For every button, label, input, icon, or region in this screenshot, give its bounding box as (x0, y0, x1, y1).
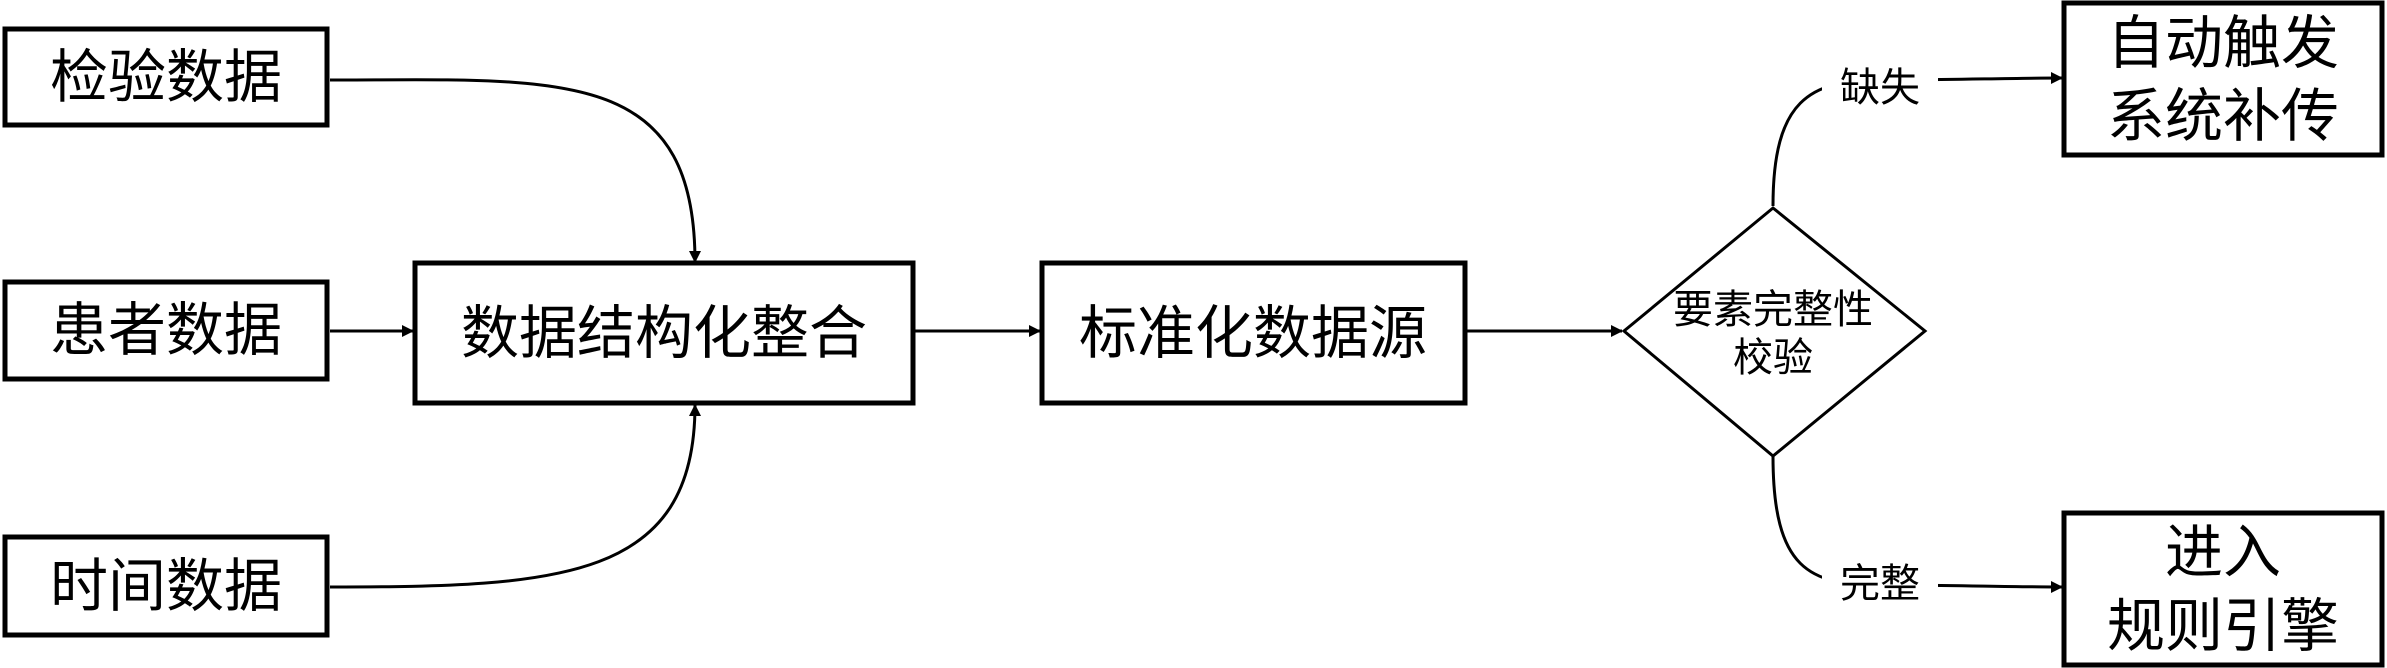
node-completeness-check: 要素完整性 校验 (1621, 206, 1928, 458)
svg-text:进入: 进入 (2165, 518, 2281, 586)
svg-text:标准化数据源: 标准化数据源 (1079, 299, 1427, 367)
node-structured-integration: 数据结构化整合 (412, 260, 916, 406)
svg-text:数据结构化整合: 数据结构化整合 (461, 299, 867, 367)
svg-text:系统补传: 系统补传 (2107, 82, 2339, 150)
node-patient-data: 患者数据 (2, 279, 330, 382)
node-inspection-data: 检验数据 (2, 26, 330, 128)
node-auto-retransmit: 自动触发 系统补传 (2061, 0, 2385, 158)
svg-text:患者数据: 患者数据 (50, 296, 282, 364)
node-time-data: 时间数据 (2, 534, 330, 638)
svg-text:校验: 校验 (1733, 335, 1813, 381)
svg-text:完整: 完整 (1840, 561, 1920, 607)
node-rule-engine: 进入 规则引擎 (2061, 510, 2385, 668)
edge-label-complete: 完整 (1822, 560, 1938, 610)
edge-time-to-integration (329, 404, 701, 589)
svg-text:检验数据: 检验数据 (50, 43, 282, 111)
svg-text:时间数据: 时间数据 (50, 552, 282, 620)
node-standardized-source: 标准化数据源 (1039, 260, 1468, 406)
svg-text:规则引擎: 规则引擎 (2107, 592, 2339, 660)
svg-text:缺失: 缺失 (1840, 65, 1920, 111)
svg-text:自动触发: 自动触发 (2107, 9, 2339, 77)
svg-text:要素完整性: 要素完整性 (1673, 287, 1873, 333)
edge-label-missing: 缺失 (1822, 62, 1938, 112)
edge-inspection-to-integration (329, 78, 701, 263)
